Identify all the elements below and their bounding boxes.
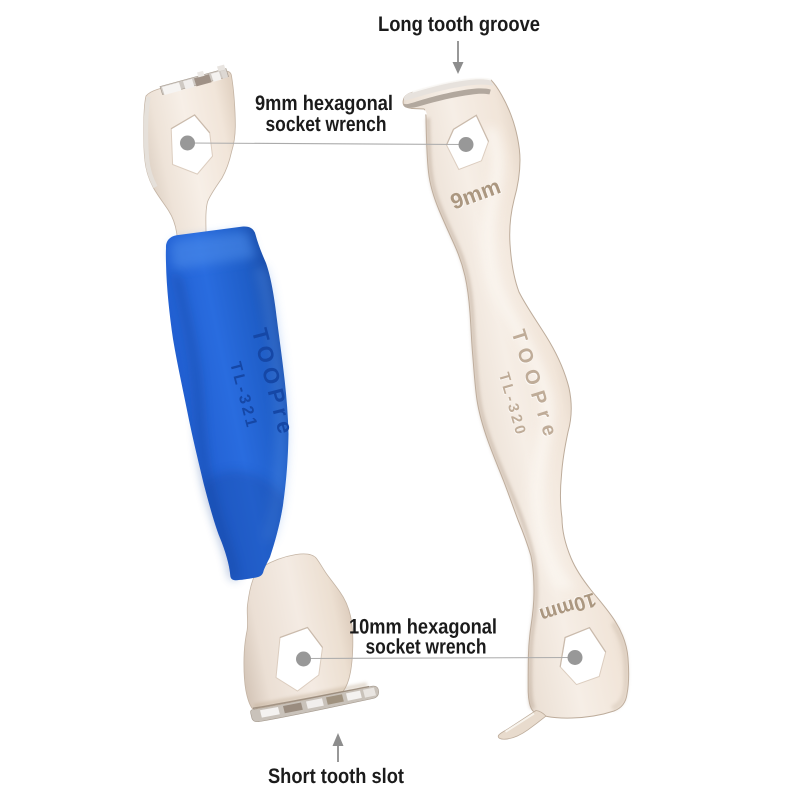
svg-text:Long tooth groove: Long tooth groove [378,13,540,36]
svg-text:9mm hexagonal: 9mm hexagonal [255,92,393,115]
svg-text:Short tooth slot: Short tooth slot [268,765,404,788]
svg-text:10mm hexagonal: 10mm hexagonal [349,616,497,639]
svg-text:socket wrench: socket wrench [366,636,487,659]
svg-text:socket wrench: socket wrench [266,113,387,136]
